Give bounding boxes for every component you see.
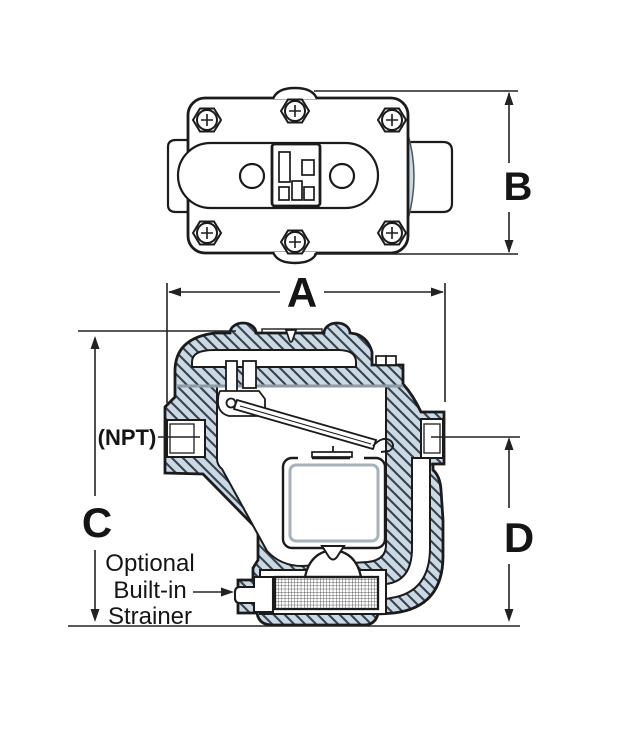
strainer-note-arrowhead <box>221 587 234 597</box>
bucket-peg <box>320 545 346 561</box>
inverted-bucket <box>281 451 387 550</box>
vent-notch <box>284 329 298 343</box>
dimension-b: B <box>314 90 533 255</box>
cross-section-view <box>163 321 446 627</box>
dim-a-label: A <box>287 269 317 316</box>
dimension-a: A <box>166 269 446 403</box>
lever-inner-line <box>239 405 372 445</box>
cover-bolt-bottom-left <box>192 220 222 246</box>
outlet-channel <box>385 457 431 601</box>
lever-pivot <box>225 397 237 409</box>
strainer-note-line1: Optional <box>105 550 194 577</box>
cover-hole-left <box>238 162 266 190</box>
dim-b-label: B <box>504 165 533 209</box>
cap-interior <box>191 349 357 368</box>
strainer-note-line3: Strainer <box>108 603 192 630</box>
strainer-screen <box>273 575 380 611</box>
nameplate <box>270 142 322 208</box>
dimension-c: C <box>68 330 520 627</box>
cover-bolt-top-left <box>192 107 222 133</box>
inlet-port <box>166 419 206 458</box>
top-view <box>166 86 454 265</box>
npt-label: (NPT) <box>98 425 157 450</box>
cover-bolt-bottom-center <box>280 229 310 255</box>
cover-bolt-top-center <box>280 98 310 124</box>
dim-c-label: C <box>82 499 112 546</box>
npt-callout: (NPT) <box>98 425 200 450</box>
dimension-d: D <box>431 436 534 622</box>
seat-prong-right <box>242 360 257 389</box>
strainer-note: Optional Built-in Strainer <box>105 550 234 630</box>
lever-hook <box>372 437 395 453</box>
valve-mechanism <box>217 360 395 453</box>
strainer-plug <box>233 575 275 614</box>
dim-d-label: D <box>504 514 534 561</box>
outlet-tab-top-view <box>402 140 454 214</box>
bucket-rod-plate <box>311 451 353 458</box>
strainer-note-line2: Built-in <box>113 577 186 604</box>
bottom-bolt-boss <box>271 251 319 265</box>
top-bolt-boss <box>271 86 319 100</box>
cover-bolt-top-right <box>377 107 407 133</box>
seat-prong-left <box>225 360 238 395</box>
drain-plug <box>375 355 397 366</box>
cover-hole-right <box>328 162 356 190</box>
bucket-inner-shadow <box>288 463 380 543</box>
outlet-port <box>420 418 444 459</box>
cover-bolt-bottom-right <box>377 220 407 246</box>
trap-body-outline <box>163 321 446 627</box>
